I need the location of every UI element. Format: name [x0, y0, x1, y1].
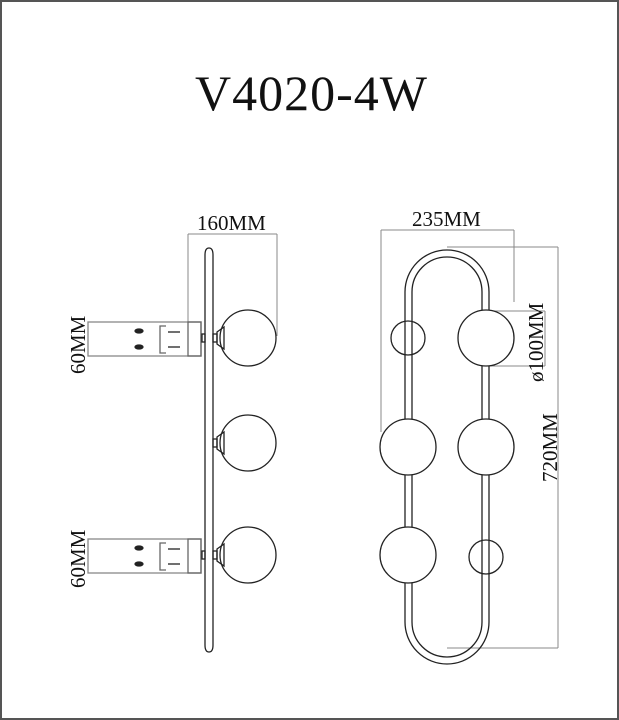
depth-label: 160MM	[197, 211, 266, 235]
front-globe-top-right	[457, 309, 515, 367]
lower-wall-mount	[87, 538, 206, 574]
loop-frame	[404, 249, 490, 665]
width-label: 235MM	[412, 207, 481, 231]
width-dimension	[380, 229, 515, 432]
front-view: 235MM 720MM ø100MM	[379, 207, 562, 665]
front-globe-mid-right	[457, 418, 515, 476]
side-globe-1	[212, 309, 277, 367]
height-label: 720MM	[538, 413, 562, 482]
depth-dimension	[187, 233, 278, 336]
side-globe-2	[212, 414, 277, 472]
model-title: V4020-4W	[195, 65, 428, 121]
lower-mount-height-label: 60MM	[66, 529, 90, 588]
front-globe-top-left-small	[390, 320, 426, 356]
side-rod	[204, 247, 214, 653]
diameter-label: ø100MM	[524, 302, 548, 382]
diameter-dimension	[487, 310, 546, 367]
side-view: 160MM 60MM	[66, 211, 278, 653]
front-globe-bottom-right-small	[468, 539, 504, 575]
front-globe-bottom-left	[379, 526, 437, 584]
upper-mount-height-label: 60MM	[66, 315, 90, 374]
side-globe-3	[212, 526, 277, 584]
front-globe-mid-left	[379, 418, 437, 476]
upper-wall-mount	[87, 321, 206, 357]
height-dimension	[447, 246, 559, 649]
